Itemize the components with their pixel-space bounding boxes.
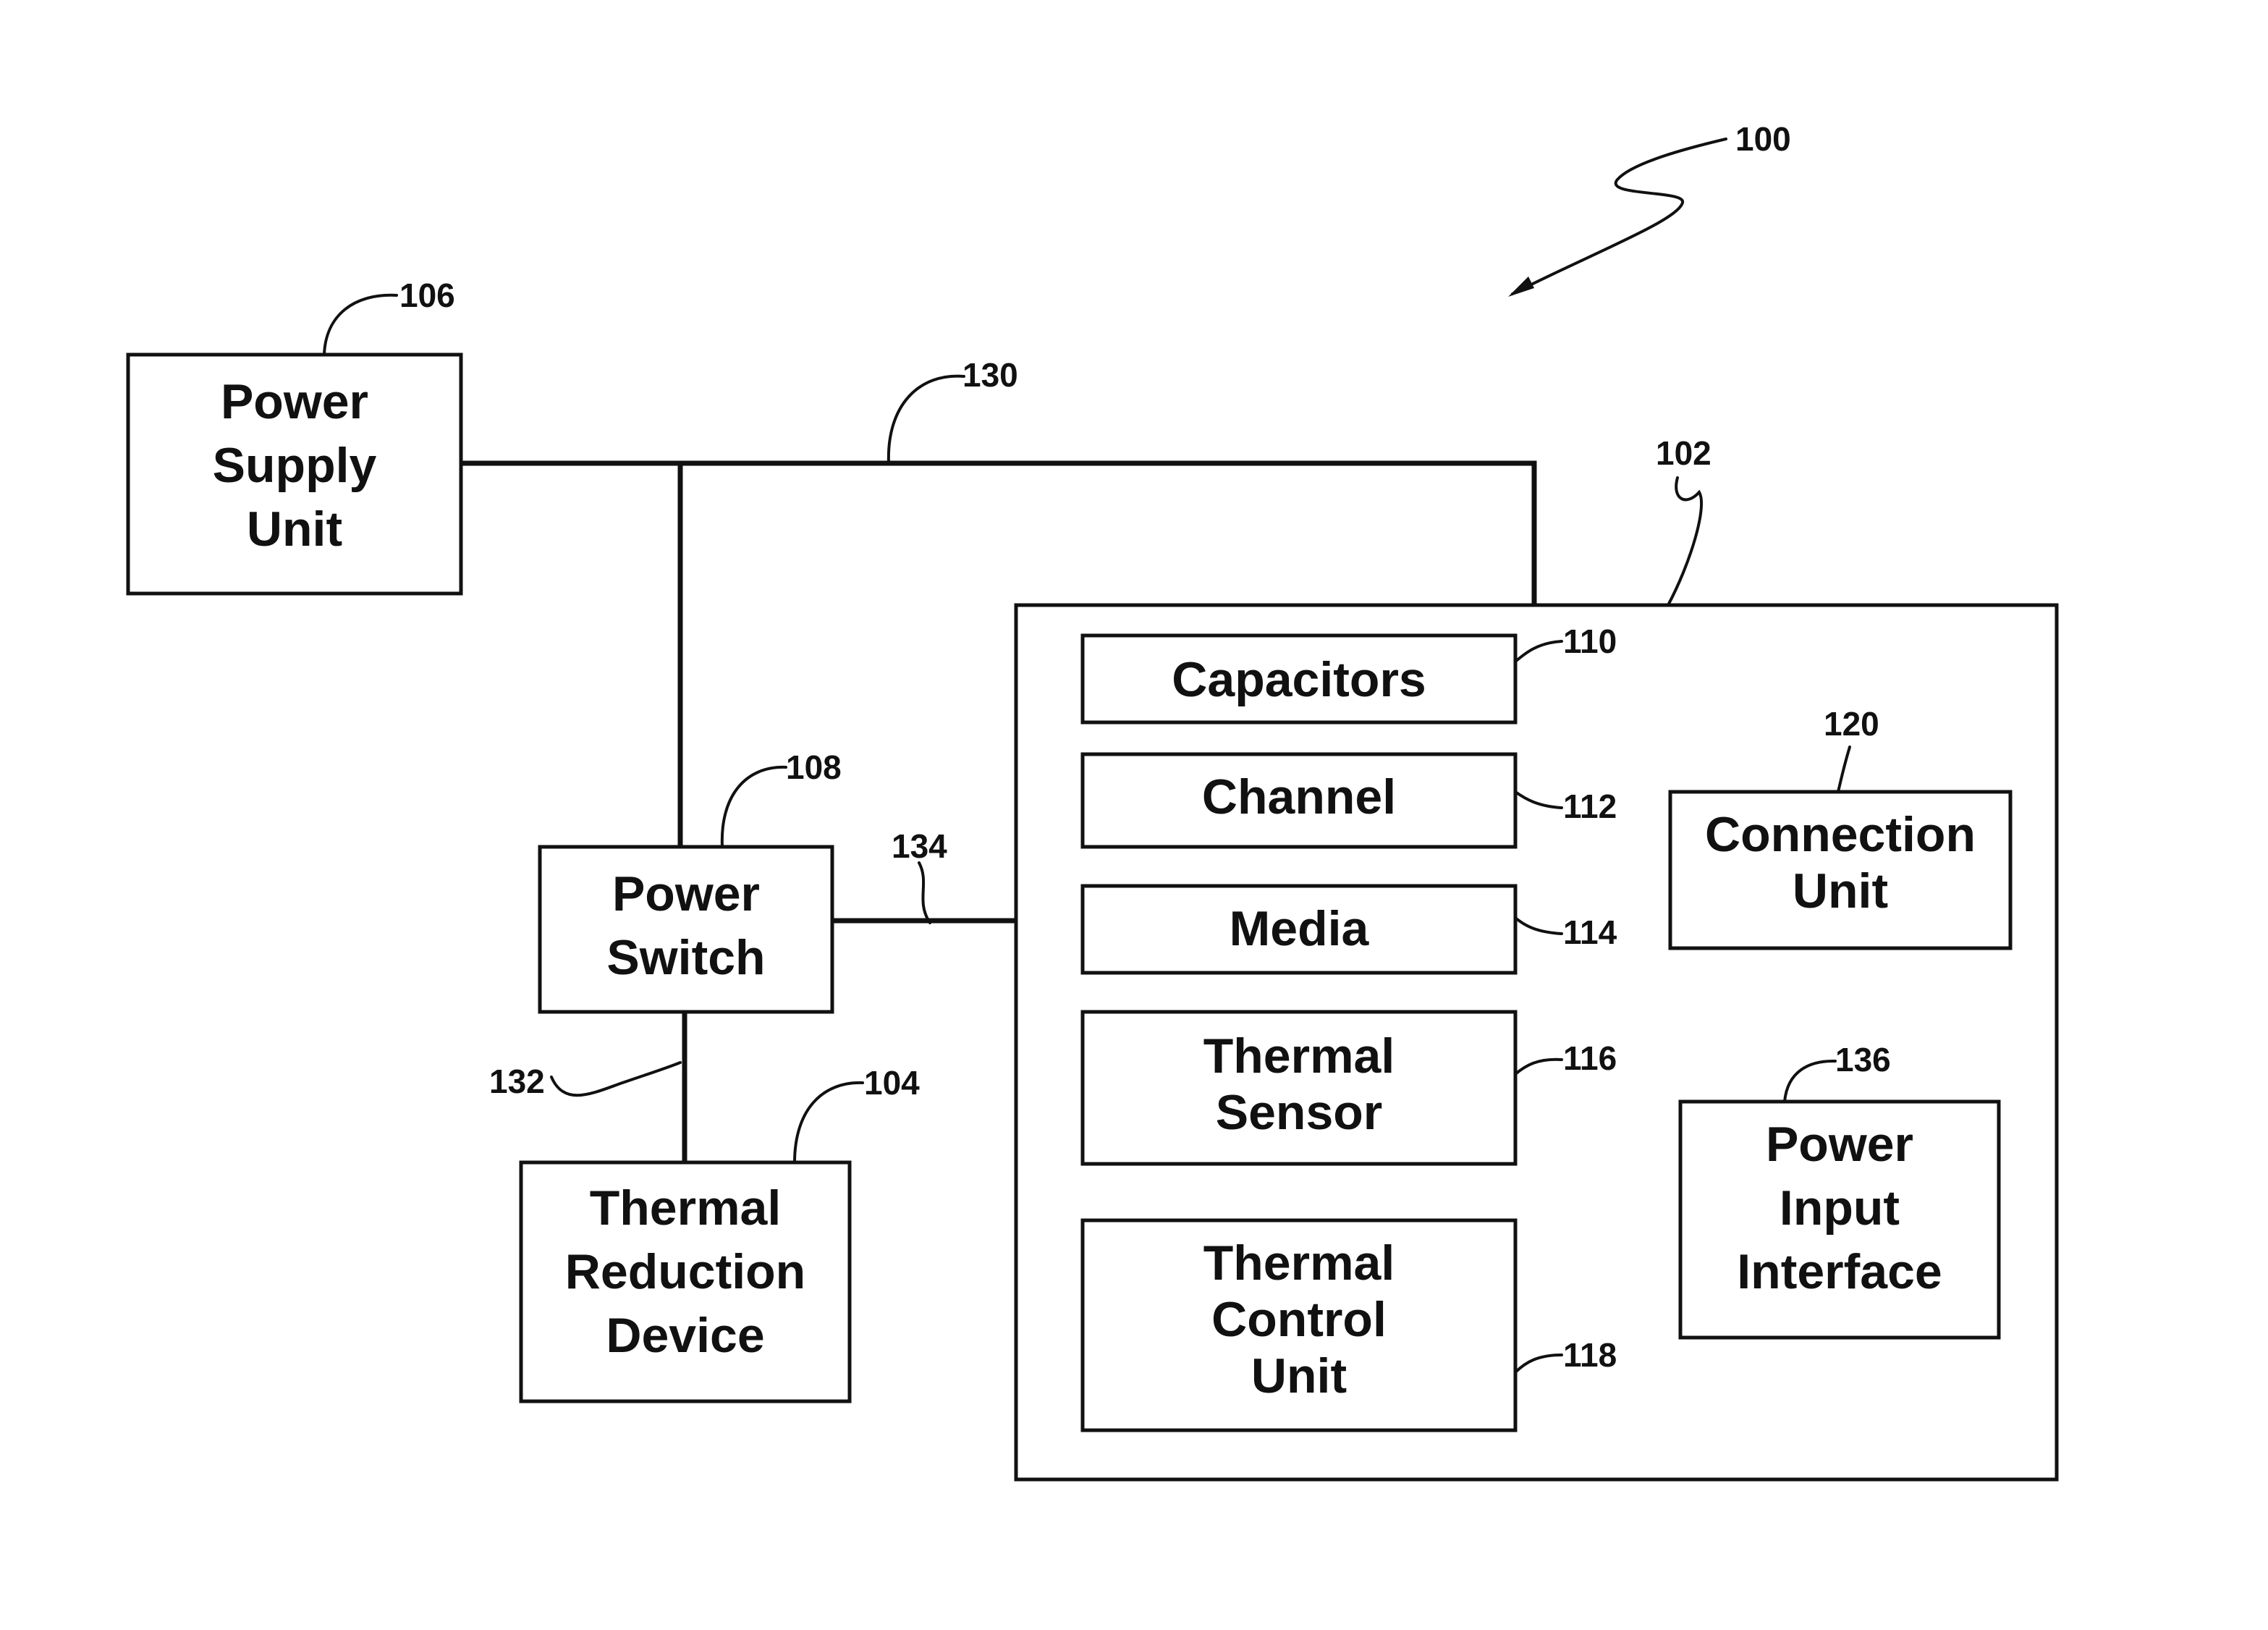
channel-line-1: Channel	[1202, 769, 1396, 824]
media-ref: 114	[1563, 913, 1617, 951]
power-input-interface-line-1: Power	[1766, 1117, 1913, 1172]
capacitors-line-1: Capacitors	[1172, 652, 1426, 707]
switch-thermal-ref: 132	[489, 1063, 545, 1100]
switch-thermal-ref-leader	[551, 1063, 680, 1095]
thermal-reduction-device-ref-leader	[795, 1083, 863, 1162]
thermal-reduction-device-line-2: Reduction	[565, 1244, 805, 1299]
power-switch-block: Power Switch 108	[540, 748, 842, 1012]
thermal-control-unit-line-3: Unit	[1251, 1348, 1347, 1403]
thermal-control-unit-line-2: Control	[1211, 1292, 1387, 1347]
connection-unit-line-2: Unit	[1793, 863, 1888, 919]
capacitors-ref: 110	[1563, 622, 1617, 660]
media-line-1: Media	[1230, 901, 1370, 956]
system-ref-arrowhead	[1508, 276, 1534, 297]
power-switch-line-1: Power	[612, 866, 760, 921]
thermal-control-unit-ref: 118	[1563, 1336, 1617, 1374]
thermal-sensor-line-2: Sensor	[1216, 1085, 1383, 1140]
thermal-sensor-line-1: Thermal	[1203, 1029, 1395, 1084]
power-supply-unit-line-1: Power	[221, 374, 368, 429]
power-switch-line-2: Switch	[606, 930, 765, 985]
main-bus-ref: 130	[962, 356, 1018, 394]
thermal-reduction-device-line-3: Device	[606, 1308, 764, 1363]
device-ref-leader	[1668, 478, 1701, 605]
thermal-reduction-device-ref: 104	[864, 1064, 920, 1102]
power-input-interface-ref: 136	[1835, 1041, 1891, 1078]
switch-device-ref: 134	[892, 827, 947, 865]
power-switch-ref-leader	[722, 767, 786, 847]
channel-ref: 112	[1563, 787, 1617, 825]
power-supply-unit-line-3: Unit	[247, 502, 342, 557]
connection-unit-line-1: Connection	[1705, 807, 1976, 862]
system-reference: 100	[1508, 120, 1791, 297]
switch-device-ref-leader	[919, 863, 930, 923]
power-input-interface-line-3: Interface	[1737, 1244, 1942, 1299]
main-bus-wire	[463, 463, 1534, 605]
power-supply-unit-line-2: Supply	[213, 438, 377, 493]
system-ref-leader	[1512, 139, 1726, 294]
power-switch-ref: 108	[786, 748, 842, 786]
power-supply-unit-ref-leader	[324, 295, 397, 355]
thermal-reduction-device-block: Thermal Reduction Device 104	[521, 1064, 920, 1401]
power-supply-unit-ref: 106	[399, 276, 455, 314]
connection-unit-ref: 120	[1824, 705, 1879, 743]
power-supply-unit-block: Power Supply Unit 106	[128, 276, 461, 594]
thermal-reduction-device-line-1: Thermal	[590, 1181, 782, 1236]
thermal-sensor-ref: 116	[1563, 1039, 1617, 1077]
device-ref: 102	[1656, 434, 1711, 472]
thermal-control-unit-line-1: Thermal	[1203, 1236, 1395, 1291]
main-bus-ref-leader	[889, 376, 964, 463]
power-input-interface-line-2: Input	[1780, 1181, 1900, 1236]
system-ref-label: 100	[1735, 120, 1791, 158]
